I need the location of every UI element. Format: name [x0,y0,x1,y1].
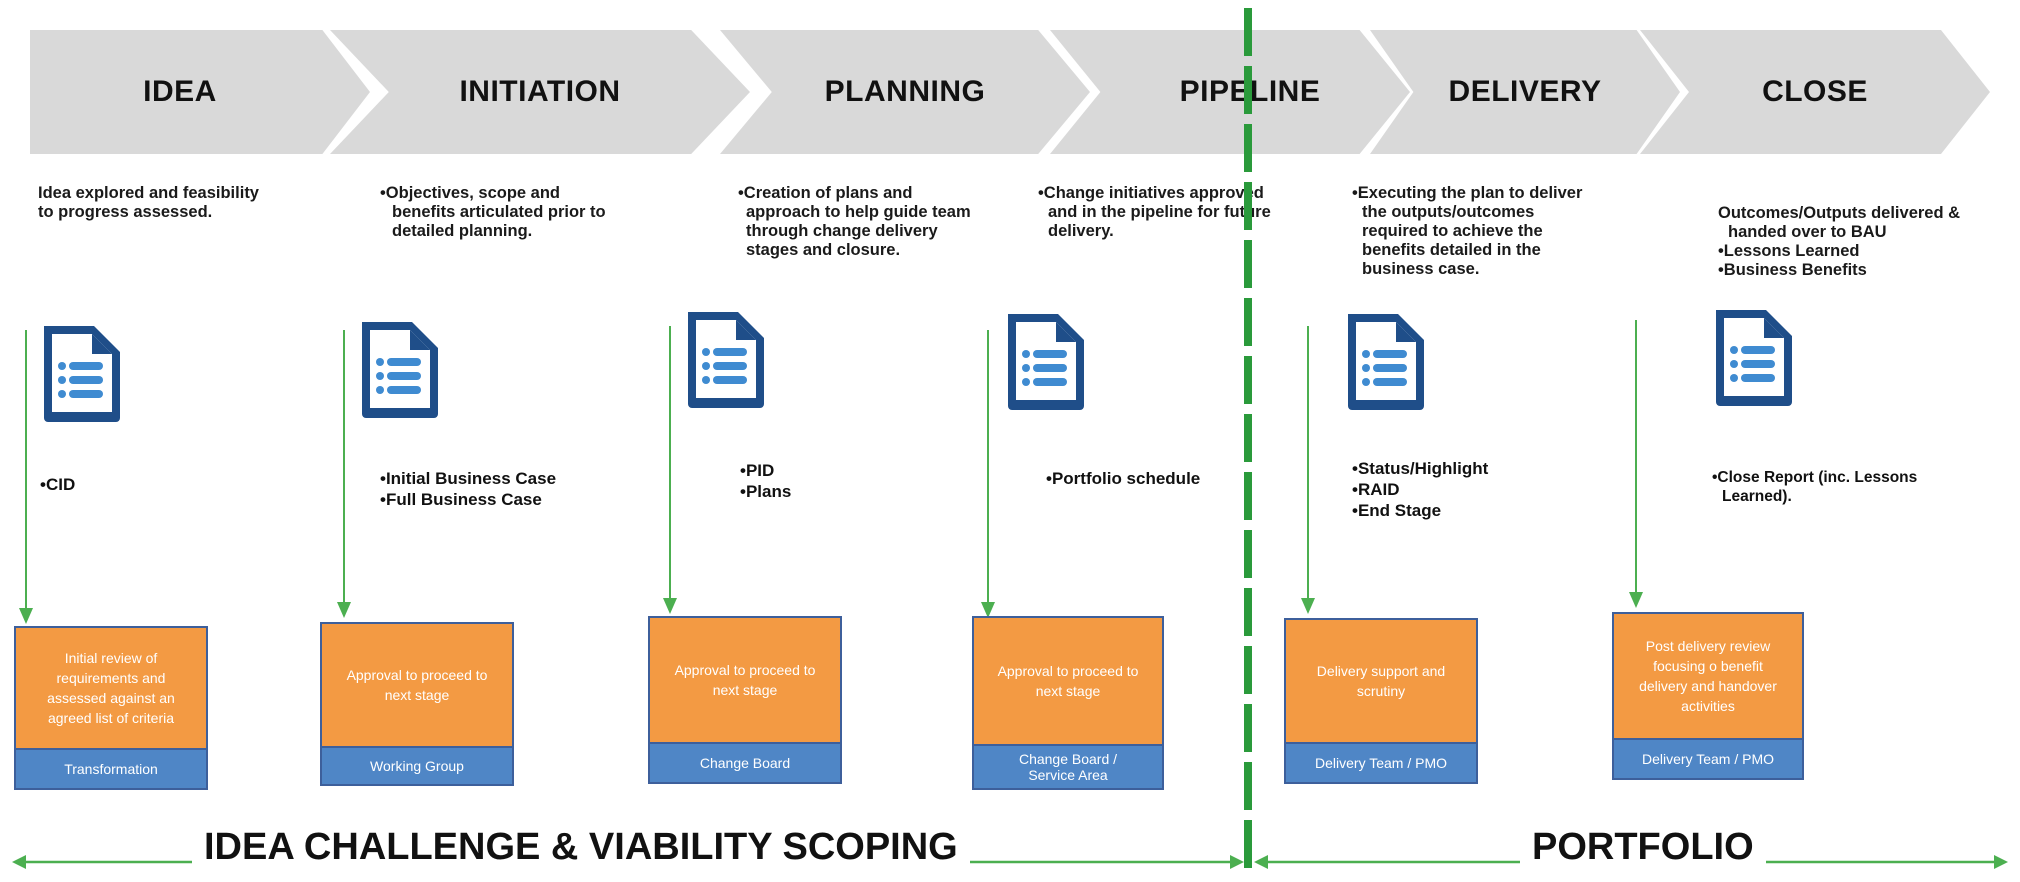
deliverables-planning: •PID •Plans [740,460,791,502]
gate-description: Post delivery review focusing o benefit … [1639,638,1777,714]
gate-box-delivery: Delivery support and scrutiny Delivery T… [1284,618,1478,784]
stage-description-pipeline: •Change initiatives approved and in the … [1038,184,1271,241]
description-line: •Change initiatives approved [1038,184,1264,202]
document-list-icon [362,322,438,418]
deliverable-item: •End Stage [1352,501,1442,520]
description-line: required to achieve the [1362,222,1543,240]
deliverable-item: •Status/Highlight [1352,459,1489,478]
document-list-icon [44,326,120,422]
description-line: •Business Benefits [1718,261,1867,279]
flow-arrow [981,330,995,618]
description-line: •Creation of plans and [738,184,913,202]
stage-label-planning: PLANNING [824,75,986,108]
gate-box-idea: Initial review of requirements and asses… [14,626,208,790]
deliverable-item: •Plans [740,482,792,501]
document-list-icon [1008,314,1084,410]
gate-description: Approval to proceed to next stage [997,663,1139,699]
phase-label-left: IDEA CHALLENGE & VIABILITY SCOPING [192,826,970,869]
gate-description: Approval to proceed to next stage [346,667,488,703]
document-list-icon [1348,314,1424,410]
stage-chevron-delivery: DELIVERY [1370,30,1680,154]
stage-label-delivery: DELIVERY [1448,75,1602,108]
description-line: •Objectives, scope and [380,184,561,202]
stage-label-close: CLOSE [1762,75,1868,108]
gate-description: Initial review of requirements and asses… [47,650,175,726]
document-list-icon [688,312,764,408]
gate-box-initiation: Approval to proceed to next stage Workin… [320,622,514,786]
flow-arrow [19,330,33,624]
stage-chevron-close: CLOSE [1640,30,1990,154]
gate-owner: Change Board / Service Area [974,744,1162,788]
description-line: benefits articulated prior to [392,203,606,221]
description-line: the outputs/outcomes [1362,203,1535,221]
description-line: detailed planning. [392,222,533,240]
stage-description-delivery: •Executing the plan to deliver the outpu… [1352,184,1582,279]
stage-description-planning: •Creation of plans and approach to help … [738,184,971,260]
stage-description-close: Outcomes/Outputs delivered & handed over… [1718,204,1960,280]
description-line: Idea explored and feasibility [38,184,259,202]
description-line: handed over to BAU [1728,223,1887,241]
description-line: to progress assessed. [38,203,213,221]
description-line: •Lessons Learned [1718,242,1860,260]
description-line: approach to help guide team [746,203,971,221]
deliverable-item: •Portfolio schedule [1046,469,1201,488]
gate-owner: Working Group [322,746,512,784]
stage-chevron-initiation: INITIATION [330,30,750,154]
gate-owner: Change Board [650,742,840,782]
deliverable-item: •RAID [1352,480,1400,499]
deliverable-item: •CID [40,475,76,494]
description-line: business case. [1362,260,1480,278]
gate-owner: Delivery Team / PMO [1286,742,1476,782]
description-line: Outcomes/Outputs delivered & [1718,204,1961,222]
gate-description: Approval to proceed to next stage [674,662,816,698]
phase-divider [1244,8,1252,868]
flow-arrow [663,326,677,614]
stage-chevron-pipeline: PIPELINE [1050,30,1410,154]
stage-description-idea: Idea explored and feasibility to progres… [38,184,259,222]
gate-box-planning: Approval to proceed to next stage Change… [648,616,842,784]
stage-chevron-planning: PLANNING [720,30,1090,154]
deliverable-item: •Initial Business Case [380,469,557,488]
stage-description-initiation: •Objectives, scope and benefits articula… [380,184,606,241]
gate-box-pipeline: Approval to proceed to next stage Change… [972,616,1164,790]
deliverable-item: •Close Report (inc. Lessons [1712,469,1918,486]
deliverable-item: •PID [740,461,775,480]
description-line: stages and closure. [746,241,901,259]
gate-box-close: Post delivery review focusing o benefit … [1612,612,1804,780]
gate-owner: Transformation [16,748,206,788]
deliverables-initiation: •Initial Business Case •Full Business Ca… [380,468,556,510]
description-line: delivery. [1048,222,1114,240]
deliverable-item: Learned). [1722,488,1792,505]
deliverables-idea: •CID [40,474,75,495]
description-line: •Executing the plan to deliver [1352,184,1583,202]
description-line: through change delivery [746,222,938,240]
description-line: and in the pipeline for future [1048,203,1271,221]
stage-label-initiation: INITIATION [459,75,621,108]
gate-owner: Delivery Team / PMO [1614,738,1802,778]
flow-arrow [1629,320,1643,608]
stage-label-idea: IDEA [143,75,217,108]
description-line: benefits detailed in the [1362,241,1541,259]
flow-arrow [337,330,351,618]
stage-chevron-idea: IDEA [30,30,370,154]
flow-arrow [1301,326,1315,614]
deliverables-delivery: •Status/Highlight •RAID •End Stage [1352,458,1488,521]
deliverables-pipeline: •Portfolio schedule [1046,468,1200,489]
document-list-icon [1716,310,1792,406]
phase-label-right: PORTFOLIO [1520,826,1766,869]
deliverable-item: •Full Business Case [380,490,542,509]
gate-description: Delivery support and scrutiny [1316,663,1446,699]
deliverables-close: •Close Report (inc. Lessons Learned). [1712,468,1917,506]
